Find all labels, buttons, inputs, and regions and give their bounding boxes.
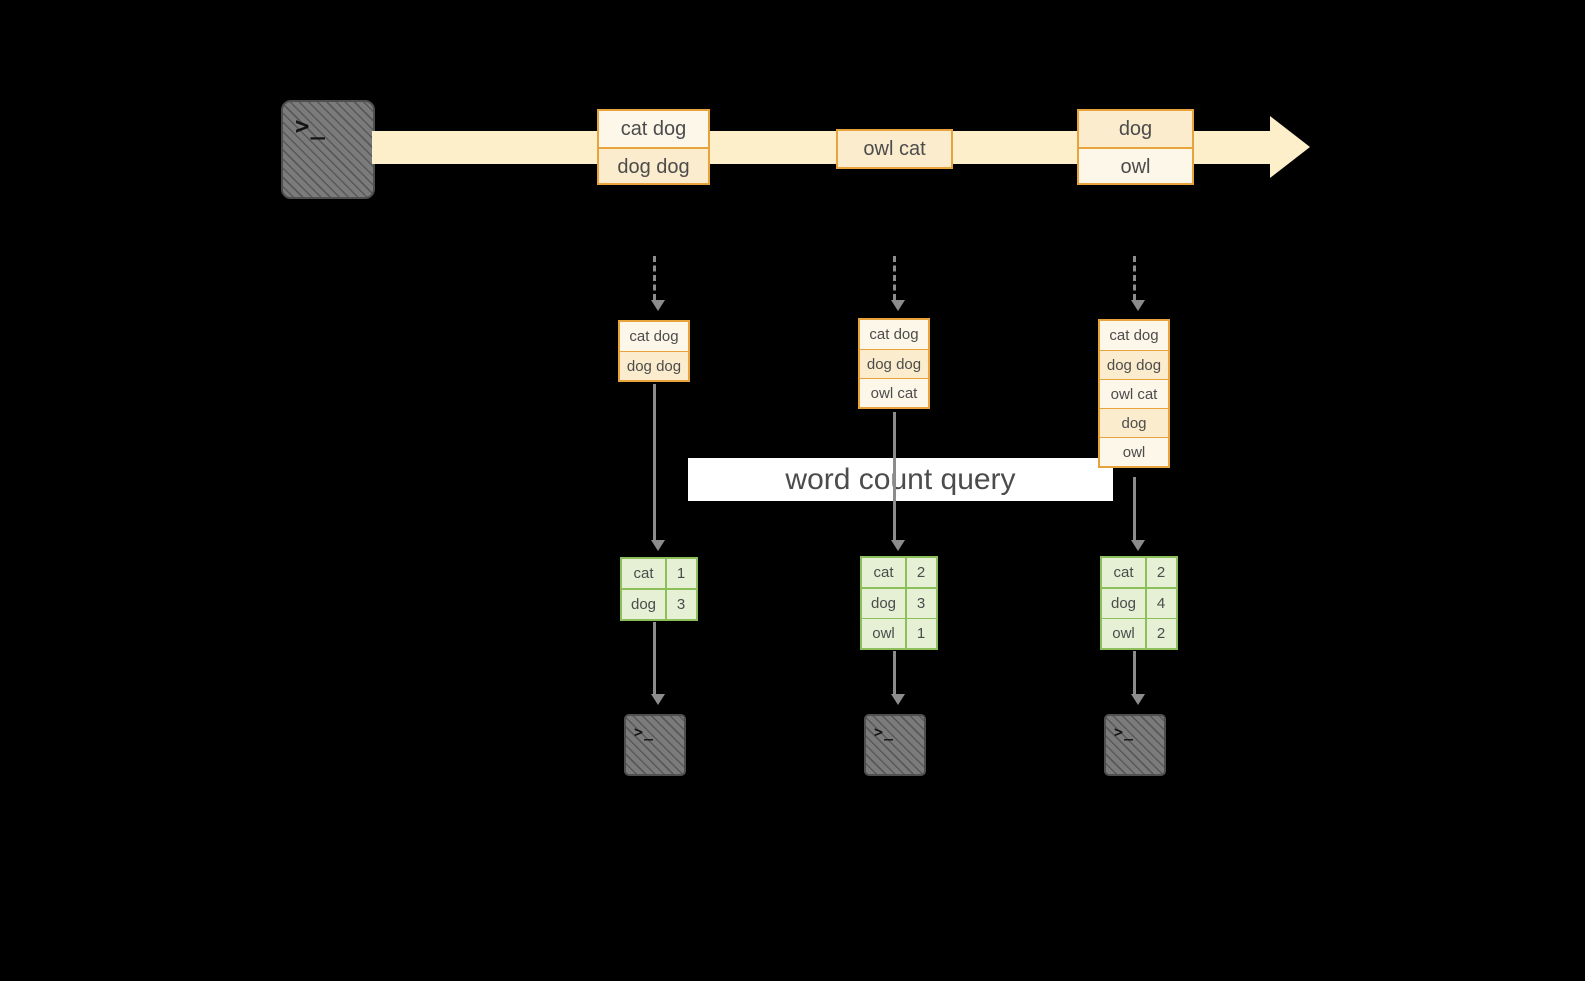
result-table-1: cat 1 dog 3 [620, 557, 698, 621]
input-table-1: cat dog dog dog [618, 320, 690, 382]
sink-terminal-icon-3: >_ [1104, 714, 1166, 776]
result-count: 2 [906, 558, 936, 587]
result-word: cat [622, 559, 665, 588]
result-word: dog [1102, 588, 1145, 618]
terminal-prompt-icon: >_ [295, 112, 326, 140]
result-count: 3 [906, 588, 936, 618]
result-word: cat [1102, 558, 1145, 587]
result-word: dog [862, 588, 905, 618]
source-terminal-icon: >_ [281, 100, 375, 199]
stream-batch-1: cat dog dog dog [597, 109, 710, 185]
input-table-3: cat dog dog dog owl cat dog owl [1098, 319, 1170, 468]
result-count: 2 [1146, 619, 1176, 648]
input-row: cat dog [620, 322, 688, 351]
terminal-prompt-icon: >_ [1114, 723, 1135, 741]
output-arrow-1 [650, 622, 665, 705]
query-label: word count query [688, 458, 1113, 501]
output-arrow-2 [890, 651, 905, 705]
input-row: owl cat [860, 378, 928, 407]
trigger-arrow-3 [1130, 256, 1145, 311]
result-word: owl [862, 619, 905, 648]
result-count: 3 [666, 589, 696, 619]
input-row: owl [1100, 437, 1168, 466]
stream-arrowhead-icon [1270, 116, 1310, 178]
sink-terminal-icon-1: >_ [624, 714, 686, 776]
stream-line: owl [1079, 147, 1192, 183]
stream-line: dog dog [599, 147, 708, 183]
terminal-prompt-icon: >_ [874, 723, 895, 741]
input-row: cat dog [860, 320, 928, 349]
input-table-2: cat dog dog dog owl cat [858, 318, 930, 409]
result-word: dog [622, 589, 665, 619]
result-word: owl [1102, 619, 1145, 648]
terminal-prompt-icon: >_ [634, 723, 655, 741]
stream-line: dog [1079, 111, 1192, 147]
sink-terminal-icon-2: >_ [864, 714, 926, 776]
output-arrow-3 [1130, 651, 1145, 705]
query-arrow-2 [890, 412, 905, 551]
input-row: owl cat [1100, 379, 1168, 408]
input-row: dog dog [620, 351, 688, 380]
input-row: dog dog [860, 349, 928, 378]
stream-line: owl cat [838, 131, 951, 167]
input-row: dog dog [1100, 350, 1168, 379]
trigger-arrow-2 [890, 256, 905, 311]
result-count: 1 [666, 559, 696, 588]
stream-batch-3: dog owl [1077, 109, 1194, 185]
stream-line: cat dog [599, 111, 708, 147]
result-count: 2 [1146, 558, 1176, 587]
input-row: dog [1100, 408, 1168, 437]
trigger-arrow-1 [650, 256, 665, 311]
query-arrow-3 [1130, 477, 1145, 551]
result-table-2: cat 2 dog 3 owl 1 [860, 556, 938, 650]
result-table-3: cat 2 dog 4 owl 2 [1100, 556, 1178, 650]
query-arrow-1 [650, 384, 665, 551]
result-word: cat [862, 558, 905, 587]
input-row: cat dog [1100, 321, 1168, 350]
result-count: 1 [906, 619, 936, 648]
stream-batch-2: owl cat [836, 129, 953, 169]
result-count: 4 [1146, 588, 1176, 618]
